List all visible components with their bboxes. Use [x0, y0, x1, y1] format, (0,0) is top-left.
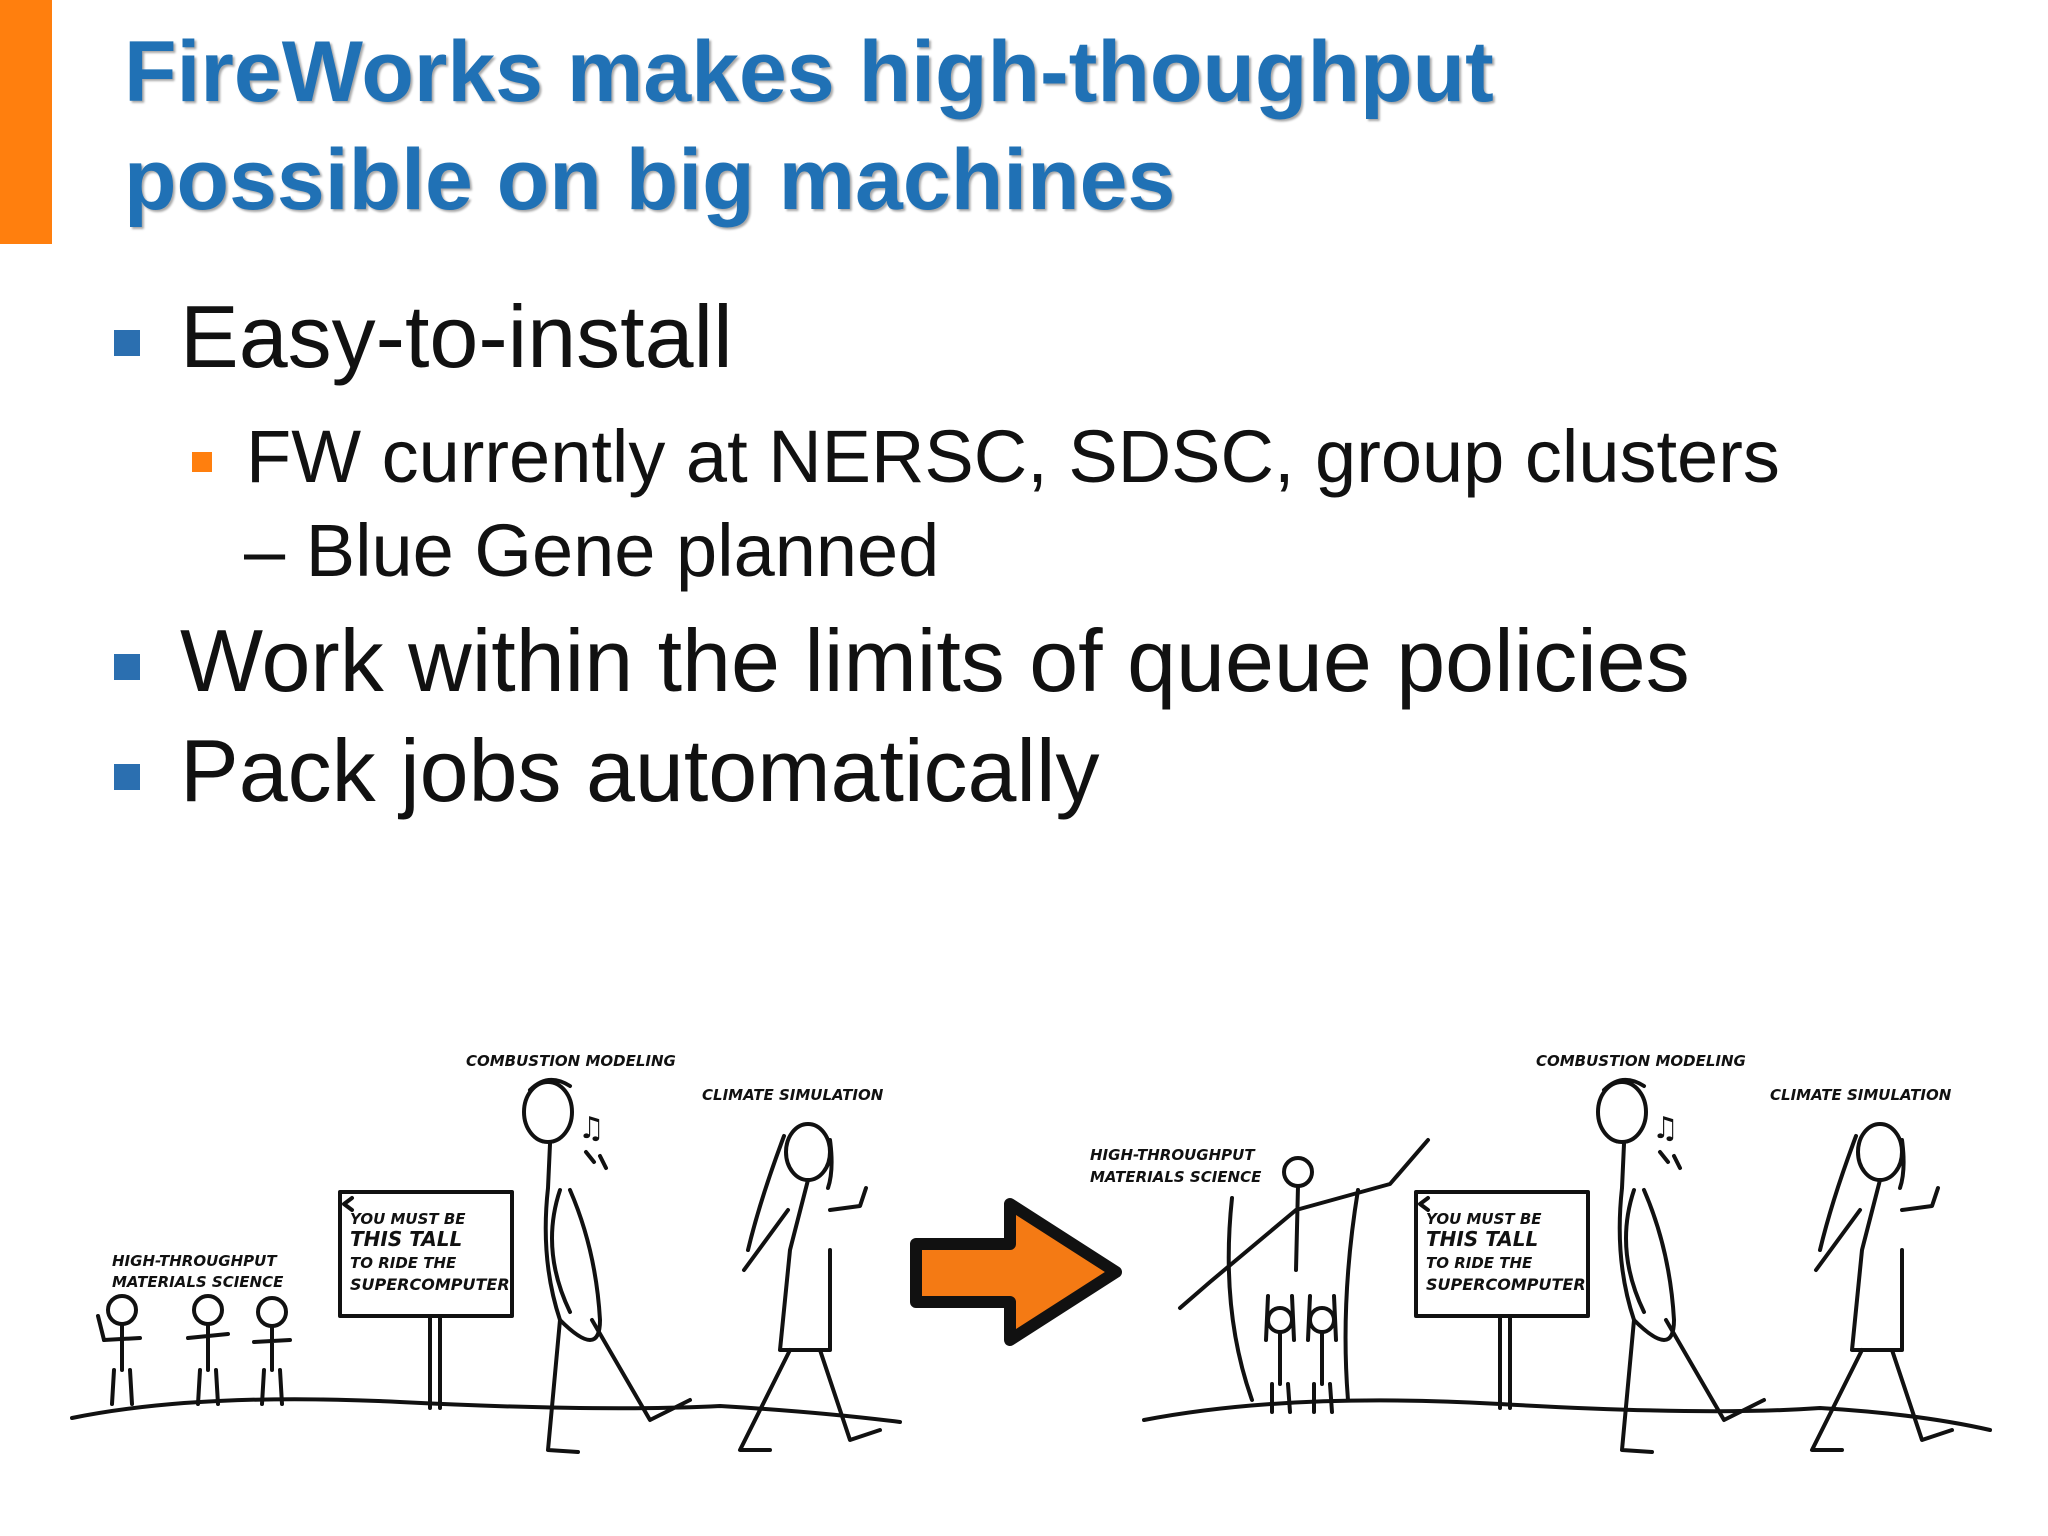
height-sign [338, 1190, 514, 1410]
sub-bullet-line-1: FW currently at NERSC, SDSC, group clust… [246, 415, 1780, 498]
sign-text-2: THIS TALL [350, 1227, 462, 1251]
label-hts-line1: HIGH-THROUGHPUT [1090, 1146, 1256, 1164]
ground-line [70, 1397, 902, 1424]
right-panel [1142, 1078, 1992, 1454]
sign-text-4: SUPERCOMPUTER [350, 1275, 510, 1294]
label-climate: CLIMATE SIMULATION [1770, 1086, 1952, 1104]
tall-figure-combustion [1596, 1078, 1766, 1454]
bullet-marker-icon [114, 764, 140, 790]
height-sign [1414, 1190, 1590, 1410]
bullet-marker-icon [114, 330, 140, 356]
label-hts-line1: HIGH-THROUGHPUT [112, 1252, 278, 1270]
label-climate: CLIMATE SIMULATION [702, 1086, 884, 1104]
sub-bullet-marker-icon [192, 452, 212, 472]
small-figures [96, 1294, 292, 1406]
music-note-icon: ♫ [1652, 1111, 1679, 1146]
bullet-easy-install: Easy-to-install [180, 287, 733, 386]
figure-climate [1810, 1122, 1954, 1452]
sign-text-3: TO RIDE THE [350, 1254, 457, 1272]
title-line-2: possible on big machines [124, 132, 1176, 228]
supercomputer-cartoon: HIGH-THROUGHPUT MATERIALS SCIENCE COMBUS… [70, 1052, 1992, 1454]
title-line-1: FireWorks makes high-thoughput [124, 24, 1494, 120]
sign-text-1: YOU MUST BE [1426, 1210, 1542, 1228]
sign-text-3: TO RIDE THE [1426, 1254, 1533, 1272]
sub-bullet-line-2: – Blue Gene planned [244, 509, 940, 592]
label-hts-line2: MATERIALS SCIENCE [112, 1273, 284, 1291]
left-panel [70, 1078, 902, 1454]
music-note-icon: ♫ [578, 1111, 605, 1146]
label-combustion: COMBUSTION MODELING [466, 1052, 676, 1070]
label-combustion: COMBUSTION MODELING [1536, 1052, 1746, 1070]
tall-figure-combustion [522, 1078, 692, 1454]
bullet-queue-policies: Work within the limits of queue policies [180, 611, 1690, 710]
bullet-pack-jobs: Pack jobs automatically [180, 721, 1100, 820]
figure-climate [738, 1122, 882, 1452]
slide-title: FireWorks makes high-thoughput possible … [124, 18, 1984, 234]
sign-text-4: SUPERCOMPUTER [1426, 1275, 1586, 1294]
label-hts-line2: MATERIALS SCIENCE [1090, 1168, 1262, 1186]
sign-text-1: YOU MUST BE [350, 1210, 466, 1228]
accent-bar [0, 0, 52, 244]
transition-arrow-icon [910, 1198, 1122, 1346]
sign-text-2: THIS TALL [1426, 1227, 1538, 1251]
stacked-figures [1178, 1138, 1430, 1414]
bullet-marker-icon [114, 654, 140, 680]
